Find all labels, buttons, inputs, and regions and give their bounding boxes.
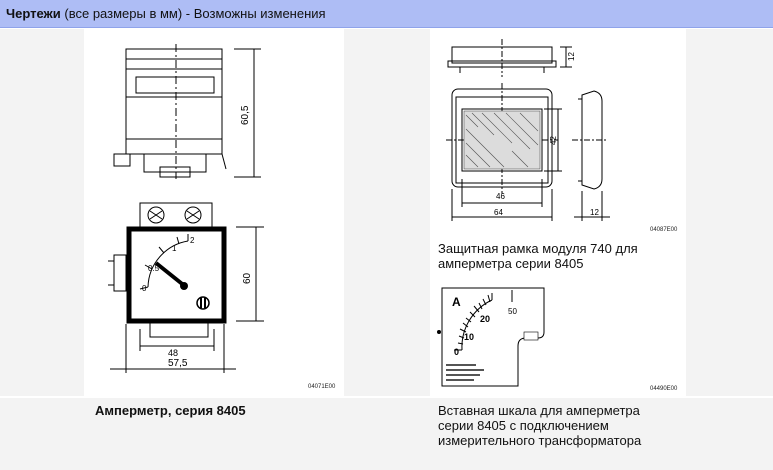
dim-frame-width-outer: 64	[494, 208, 503, 217]
plugin-scale-drawing: A 0 10 20 50	[437, 287, 545, 387]
grid-cell-right-margin	[686, 29, 773, 396]
grid-cell-left-margin	[0, 29, 84, 396]
ammeter-front-frame	[126, 226, 227, 324]
grid-row-captions	[0, 398, 773, 470]
plugin-scale-caption: Вставная шкала для амперметра серии 8405…	[438, 403, 641, 448]
plugin-scale-label-50: 50	[508, 307, 517, 316]
dim-width-inner: 48	[168, 348, 178, 358]
scale-unit: A	[452, 295, 461, 309]
dim-frame-side: 12	[590, 208, 599, 217]
right-bottom-drawing-code: 04490E00	[650, 386, 678, 392]
ammeter-scale-label-3: 2	[190, 236, 195, 245]
plugin-scale-caption-line-2: серии 8405 с подключением	[438, 418, 609, 433]
plugin-scale-label-10: 10	[464, 332, 474, 342]
dim-depth: 12	[567, 52, 576, 61]
frame-caption-line-1: Защитная рамка модуля 740 для	[438, 241, 638, 256]
ammeter-top-view-body	[125, 48, 223, 155]
ammeter-needle	[154, 261, 188, 289]
header-title-rest: (все размеры в мм) - Возможны изменения	[60, 6, 326, 21]
frame-caption-line-2: амперметра серии 8405	[438, 256, 584, 271]
plugin-scale-label-20: 20	[480, 314, 490, 324]
dim-frame-width-inner: 46	[496, 192, 505, 201]
dim-height-top: 60,5	[240, 105, 251, 125]
plugin-scale-caption-line-1: Вставная шкала для амперметра	[438, 403, 640, 418]
header-title-bold: Чертежи	[6, 6, 61, 21]
ammeter-scale-label-0: 0	[142, 284, 147, 293]
grid-cell-mid-margin	[344, 29, 430, 396]
ammeter-drawing: 0 0.5 1 2 60,5 60 48 57,5	[108, 44, 264, 373]
dim-width-outer: 57,5	[168, 358, 188, 369]
ammeter-scale-label-2: 1	[172, 244, 177, 253]
right-top-drawing-code: 04087E00	[650, 227, 678, 233]
section-header: Чертежи (все размеры в мм) - Возможны из…	[0, 0, 773, 28]
frame-caption: Защитная рамка модуля 740 для амперметра…	[438, 241, 638, 271]
left-drawing-code: 04071E00	[308, 384, 336, 390]
ammeter-caption: Амперметр, серия 8405	[95, 403, 246, 418]
plugin-scale-label-0: 0	[454, 347, 459, 357]
dim-frame-height: 42	[549, 136, 558, 145]
plugin-scale-caption-line-3: измерительного трансформатора	[438, 433, 642, 448]
protective-frame-drawing: 12 42 46 64 12	[446, 39, 610, 221]
ammeter-scale-label-1: 0.5	[148, 264, 160, 273]
dim-height-front: 60	[242, 272, 253, 284]
